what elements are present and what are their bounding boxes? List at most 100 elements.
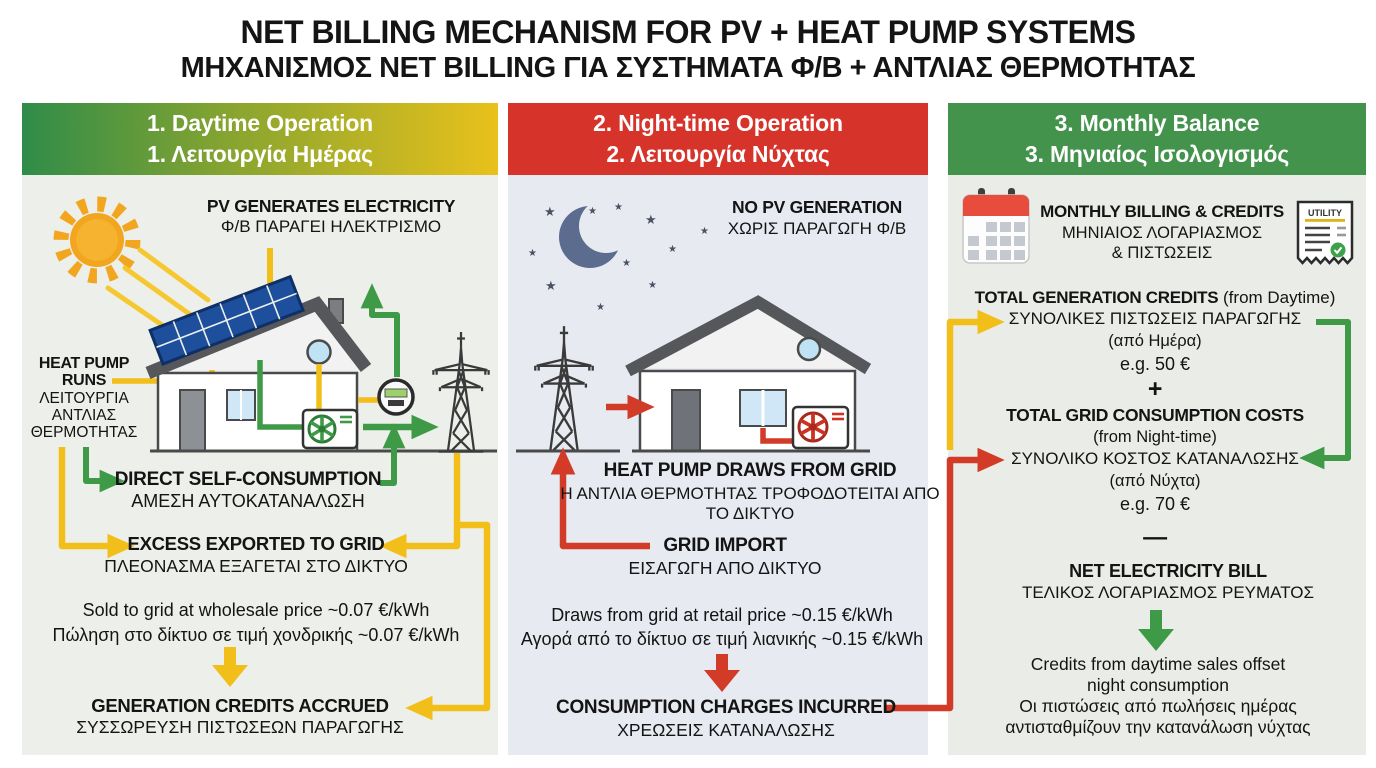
- moon-icon: [559, 199, 633, 268]
- arrow-green-down-icon: [1138, 610, 1174, 651]
- door: [179, 389, 206, 452]
- from-night-note-greek: (από Νύχτα): [1109, 472, 1201, 490]
- heat-pump-runs-line2: RUNS: [61, 372, 107, 389]
- retail-price-note-greek: Αγορά από το δίκτυο σε τιμή λιανικής ~0.…: [520, 629, 924, 649]
- total-generation-credits-note: (from Daytime): [1223, 288, 1336, 307]
- generation-credits-greek: ΣΥΣΣΩΡΕΥΣΗ ΠΙΣΤΩΣΕΩΝ ΠΑΡΑΓΩΓΗΣ: [76, 717, 404, 737]
- heat-pump-draws-greek2: ΤΟ ΔΙΚΤΥΟ: [705, 504, 795, 523]
- round-window: [306, 339, 332, 365]
- heat-pump-draws-label: HEAT PUMP DRAWS FROM GRID: [603, 460, 897, 481]
- grid-import-label: GRID IMPORT: [663, 535, 787, 556]
- arrow-yellow-left-to-excess: [58, 447, 135, 559]
- svg-text:★: ★: [700, 226, 709, 237]
- arrow-green-to-dsc-label: [83, 447, 125, 493]
- wholesale-price-note: Sold to grid at wholesale price ~0.07 €/…: [82, 600, 430, 620]
- connector-red-charges: [886, 447, 1005, 712]
- pylon-icon-night: [533, 324, 595, 452]
- arrow-green-self-consumption-up: [380, 423, 406, 486]
- excess-exported-greek: ΠΛΕΟΝΑΣΜΑ ΕΞΑΓΕΤΑΙ ΣΤΟ ΔΙΚΤΥΟ: [104, 556, 408, 576]
- direct-self-consumption-greek: ΑΜΕΣΗ ΑΥΤΟΚΑΤΑΝΑΛΩΣΗ: [131, 491, 365, 511]
- retail-price-note: Draws from grid at retail price ~0.15 €/…: [551, 605, 893, 625]
- solar-panel-icon: [148, 274, 305, 366]
- svg-text:★: ★: [614, 202, 623, 213]
- pv-to-heatpump-wire: [257, 360, 303, 430]
- from-night-note: (from Night-time): [1093, 428, 1217, 446]
- monthly-header-line1: 3. Monthly Balance: [1054, 110, 1260, 136]
- svg-text:★: ★: [545, 278, 557, 293]
- arrow-red-up-to-grid: [550, 447, 650, 550]
- heat-pump-icon-green: [301, 408, 359, 450]
- pv-generates-label: PV GENERATES ELECTRICITY: [206, 196, 456, 216]
- heat-pump-runs-greek3: ΘΕΡΜΟΤΗΤΑΣ: [30, 424, 138, 441]
- night-header-line1: 2. Night-time Operation: [593, 110, 843, 136]
- total-generation-credits-label: TOTAL GENERATION CREDITS: [974, 288, 1219, 307]
- no-pv-label: NO PV GENERATION: [732, 197, 902, 217]
- heat-pump-runs-line1: HEAT PUMP: [38, 355, 130, 372]
- offset-note-greek1: Οι πιστώσεις από πωλήσεις ημέρας: [1019, 696, 1297, 716]
- connector-yellow-credits: [946, 309, 1005, 450]
- calendar-icon: [962, 188, 1030, 264]
- svg-text:★: ★: [668, 244, 677, 255]
- no-pv-label-greek: ΧΩΡΙΣ ΠΑΡΑΓΩΓΗ Φ/Β: [727, 219, 907, 238]
- door-night: [671, 389, 701, 452]
- svg-text:★: ★: [596, 302, 605, 313]
- monthly-billing-greek2: & ΠΙΣΤΩΣΕΙΣ: [1111, 244, 1213, 262]
- arrow-green-up-roof: [360, 283, 400, 377]
- monthly-header-line2: 3. Μηνιαίος Ισολογισμός: [1024, 141, 1290, 167]
- example-credit-amount: e.g. 50 €: [1119, 354, 1191, 374]
- arrow-yellow-down-icon: [212, 647, 248, 687]
- pv-generates-label-greek: Φ/Β ΠΑΡΑΓΕΙ ΗΛΕΚΤΡΙΣΜΟ: [220, 217, 442, 236]
- roof: [145, 296, 372, 380]
- svg-text:★: ★: [622, 258, 631, 269]
- daytime-header: 1. Daytime Operation 1. Λειτουργία Ημέρα…: [22, 103, 498, 175]
- net-bill-label: NET ELECTRICITY BILL: [1069, 561, 1267, 581]
- grid-to-heatpump-wire: [760, 428, 793, 444]
- excess-exported-label: EXCESS EXPORTED TO GRID: [127, 533, 385, 554]
- page-subtitle-greek: ΜΗΧΑΝΙΣΜΟΣ NET BILLING ΓΙΑ ΣΥΣΤΗΜΑΤΑ Φ/Β…: [180, 52, 1196, 84]
- round-window-night: [796, 336, 822, 362]
- daytime-header-line2: 1. Λειτουργία Ημέρας: [147, 141, 373, 167]
- svg-text:★: ★: [645, 212, 657, 227]
- offset-note-line2: night consumption: [1086, 675, 1230, 695]
- offset-note-line1: Credits from daytime sales offset: [1030, 654, 1286, 674]
- plus-sign: +: [1147, 375, 1163, 403]
- monthly-header: 3. Monthly Balance 3. Μηνιαίος Ισολογισμ…: [948, 103, 1366, 175]
- arrow-yellow-grid-to-credits: [405, 521, 491, 721]
- example-cost-amount: e.g. 70 €: [1119, 494, 1191, 514]
- arrow-red-down-icon: [704, 654, 740, 692]
- svg-text:★: ★: [544, 204, 556, 219]
- offset-note-greek2: αντισταθμίζουν την κατανάλωση νύχτας: [1005, 717, 1311, 737]
- page-title: NET BILLING MECHANISM FOR PV + HEAT PUMP…: [240, 14, 1136, 50]
- consumption-charges-greek: ΧΡΕΩΣΕΙΣ ΚΑΤΑΝΑΛΩΣΗΣ: [617, 720, 835, 740]
- daytime-header-line1: 1. Daytime Operation: [146, 110, 374, 136]
- monthly-billing-label: MONTHLY BILLING & CREDITS: [1040, 202, 1284, 221]
- utility-bill-label: UTILITY: [1308, 208, 1342, 218]
- minus-sign: —: [1143, 524, 1167, 551]
- heat-pump-icon-red: [791, 405, 850, 450]
- utility-bill-icon: UTILITY: [1296, 200, 1354, 265]
- smart-meter-icon: [358, 378, 415, 416]
- connector-green-bracket: [1299, 319, 1351, 470]
- monthly-billing-greek1: ΜΗΝΙΑΙΟΣ ΛΟΓΑΡΙΑΣΜΟΣ: [1061, 224, 1263, 242]
- stars: ★ ★ ★ ★ ★ ★ ★ ★ ★ ★ ★: [528, 202, 709, 313]
- total-consumption-costs-greek: ΣΥΝΟΛΙΚΟ ΚΟΣΤΟΣ ΚΑΤΑΝΑΛΩΣΗΣ: [1011, 449, 1299, 468]
- total-consumption-costs-label: TOTAL GRID CONSUMPTION COSTS: [1006, 405, 1304, 425]
- heat-pump-runs-greek2: ΑΝΤΛΙΑΣ: [51, 407, 117, 424]
- generation-credits-label: GENERATION CREDITS ACCRUED: [91, 695, 389, 716]
- heat-pump-runs-greek1: ΛΕΙΤΟΥΡΓΙΑ: [39, 390, 129, 407]
- night-header-line2: 2. Λειτουργία Νύχτας: [606, 141, 830, 167]
- from-day-note-greek: (από Ημέρα): [1108, 332, 1202, 350]
- total-generation-credits-greek: ΣΥΝΟΛΙΚΕΣ ΠΙΣΤΩΣΕΙΣ ΠΑΡΑΓΩΓΗΣ: [1008, 309, 1302, 328]
- arrow-yellow-grid-to-excess: [379, 453, 461, 559]
- consumption-charges-label: CONSUMPTION CHARGES INCURRED: [556, 697, 896, 718]
- svg-text:★: ★: [588, 206, 597, 217]
- svg-text:★: ★: [528, 248, 537, 259]
- wholesale-price-note-greek: Πώληση στο δίκτυο σε τιμή χονδρικής ~0.0…: [52, 625, 460, 645]
- grid-import-greek: ΕΙΣΑΓΩΓΗ ΑΠΟ ΔΙΚΤΥΟ: [628, 558, 822, 578]
- pylon-icon-daytime: [432, 330, 490, 453]
- svg-text:★: ★: [648, 280, 657, 291]
- heat-pump-draws-greek1: Η ΑΝΤΛΙΑ ΘΕΡΜΟΤΗΤΑΣ ΤΡΟΦΟΔΟΤΕΙΤΑΙ ΑΠΟ: [560, 484, 940, 503]
- night-header: 2. Night-time Operation 2. Λειτουργία Νύ…: [508, 103, 928, 175]
